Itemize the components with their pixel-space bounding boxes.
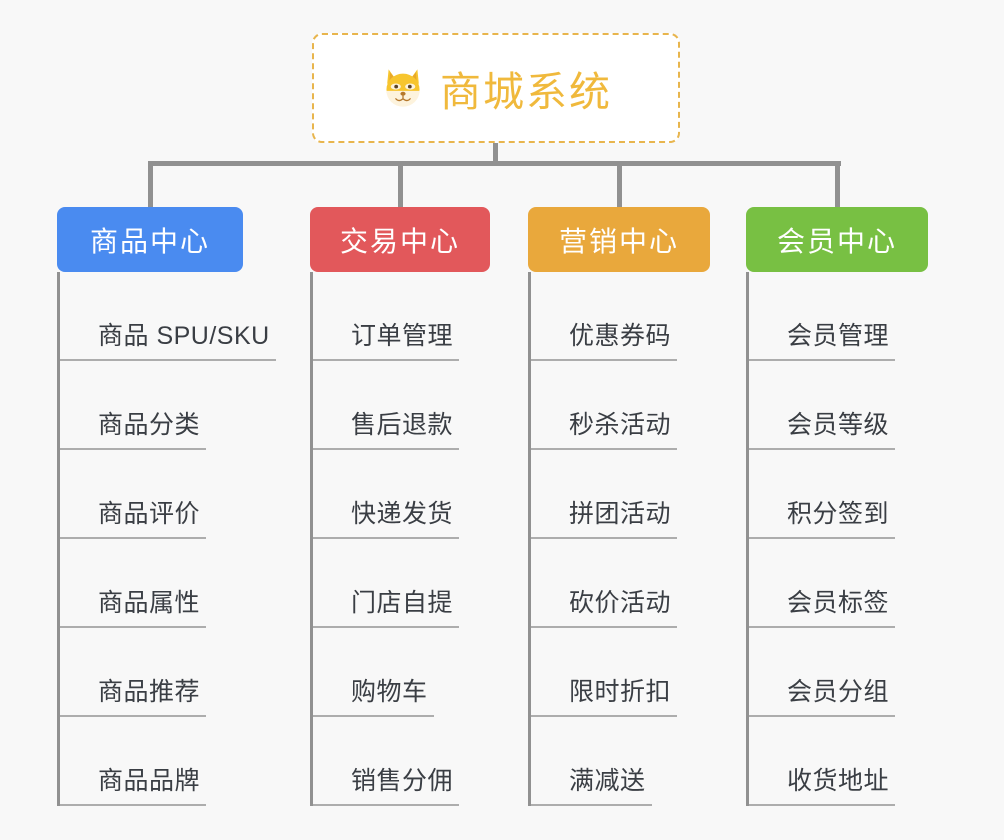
leaf-item[interactable]: 快递发货 <box>313 450 460 539</box>
leaf-item-label: 会员标签 <box>749 583 896 628</box>
connector-drop-product-center <box>148 161 153 209</box>
category-box-trade-center[interactable]: 交易中心 <box>310 207 490 272</box>
leaf-rail <box>746 272 749 806</box>
root-node[interactable]: 商城系统 <box>312 33 680 143</box>
connector-drop-trade-center <box>398 161 403 209</box>
leaf-item-label: 会员管理 <box>749 316 896 361</box>
leaf-item-label: 会员分组 <box>749 672 896 717</box>
leaf-item[interactable]: 商品 SPU/SKU <box>60 272 276 361</box>
leaf-item[interactable]: 收货地址 <box>749 717 896 806</box>
leaf-item[interactable]: 会员分组 <box>749 628 896 717</box>
category-box-member-center[interactable]: 会员中心 <box>746 207 928 272</box>
leaf-item[interactable]: 商品属性 <box>60 539 207 628</box>
leaf-item[interactable]: 会员等级 <box>749 361 896 450</box>
category-box-product-center[interactable]: 商品中心 <box>57 207 243 272</box>
category-label-marketing-center: 营销中心 <box>558 225 679 257</box>
leaf-item[interactable]: 优惠券码 <box>531 272 678 361</box>
connector-drop-member-center <box>835 161 840 209</box>
leaf-item-label: 会员等级 <box>749 405 896 450</box>
leaf-item-label: 订单管理 <box>313 316 460 361</box>
leaf-item-label: 拼团活动 <box>531 494 678 539</box>
connector-root-stem <box>493 143 498 165</box>
leaf-item[interactable]: 门店自提 <box>313 539 460 628</box>
leaf-item-label: 销售分佣 <box>313 761 460 806</box>
category-label-product-center: 商品中心 <box>89 225 210 257</box>
leaf-item[interactable]: 秒杀活动 <box>531 361 678 450</box>
leaf-item-label: 满减送 <box>531 761 652 806</box>
connector-horizontal-bus <box>150 161 841 166</box>
leaf-item-label: 购物车 <box>313 672 434 717</box>
leaf-item-label: 门店自提 <box>313 583 460 628</box>
leaf-item-label: 快递发货 <box>313 494 460 539</box>
leaf-rail <box>310 272 313 806</box>
leaf-item[interactable]: 商品品牌 <box>60 717 207 806</box>
leaf-item[interactable]: 限时折扣 <box>531 628 678 717</box>
leaf-item-label: 售后退款 <box>313 405 460 450</box>
leaf-item[interactable]: 积分签到 <box>749 450 896 539</box>
leaf-item[interactable]: 拼团活动 <box>531 450 678 539</box>
leaf-item[interactable]: 购物车 <box>313 628 434 717</box>
connector-drop-marketing-center <box>617 161 622 209</box>
category-label-member-center: 会员中心 <box>776 225 897 257</box>
leaf-rail <box>57 272 60 806</box>
leaf-item-label: 商品属性 <box>60 583 207 628</box>
leaf-item[interactable]: 会员标签 <box>749 539 896 628</box>
leaf-rail <box>528 272 531 806</box>
leaf-item[interactable]: 商品分类 <box>60 361 207 450</box>
leaf-item-label: 商品评价 <box>60 494 207 539</box>
leaf-item-label: 秒杀活动 <box>531 405 678 450</box>
leaf-item[interactable]: 商品推荐 <box>60 628 207 717</box>
leaf-item[interactable]: 满减送 <box>531 717 652 806</box>
leaf-item[interactable]: 售后退款 <box>313 361 460 450</box>
leaf-item-label: 商品分类 <box>60 405 207 450</box>
leaf-item[interactable]: 销售分佣 <box>313 717 460 806</box>
leaf-item-label: 砍价活动 <box>531 583 678 628</box>
dog-face-icon <box>380 65 426 111</box>
leaf-item[interactable]: 商品评价 <box>60 450 207 539</box>
leaf-item-label: 优惠券码 <box>531 316 678 361</box>
leaf-item-label: 积分签到 <box>749 494 896 539</box>
root-title: 商城系统 <box>440 69 612 115</box>
category-label-trade-center: 交易中心 <box>339 225 460 257</box>
leaf-item[interactable]: 订单管理 <box>313 272 460 361</box>
leaf-item-label: 商品品牌 <box>60 761 207 806</box>
leaf-item-label: 商品推荐 <box>60 672 207 717</box>
leaf-item[interactable]: 砍价活动 <box>531 539 678 628</box>
leaf-item[interactable]: 会员管理 <box>749 272 896 361</box>
category-box-marketing-center[interactable]: 营销中心 <box>528 207 710 272</box>
leaf-item-label: 限时折扣 <box>531 672 678 717</box>
leaf-item-label: 商品 SPU/SKU <box>60 316 276 361</box>
leaf-item-label: 收货地址 <box>749 761 896 806</box>
